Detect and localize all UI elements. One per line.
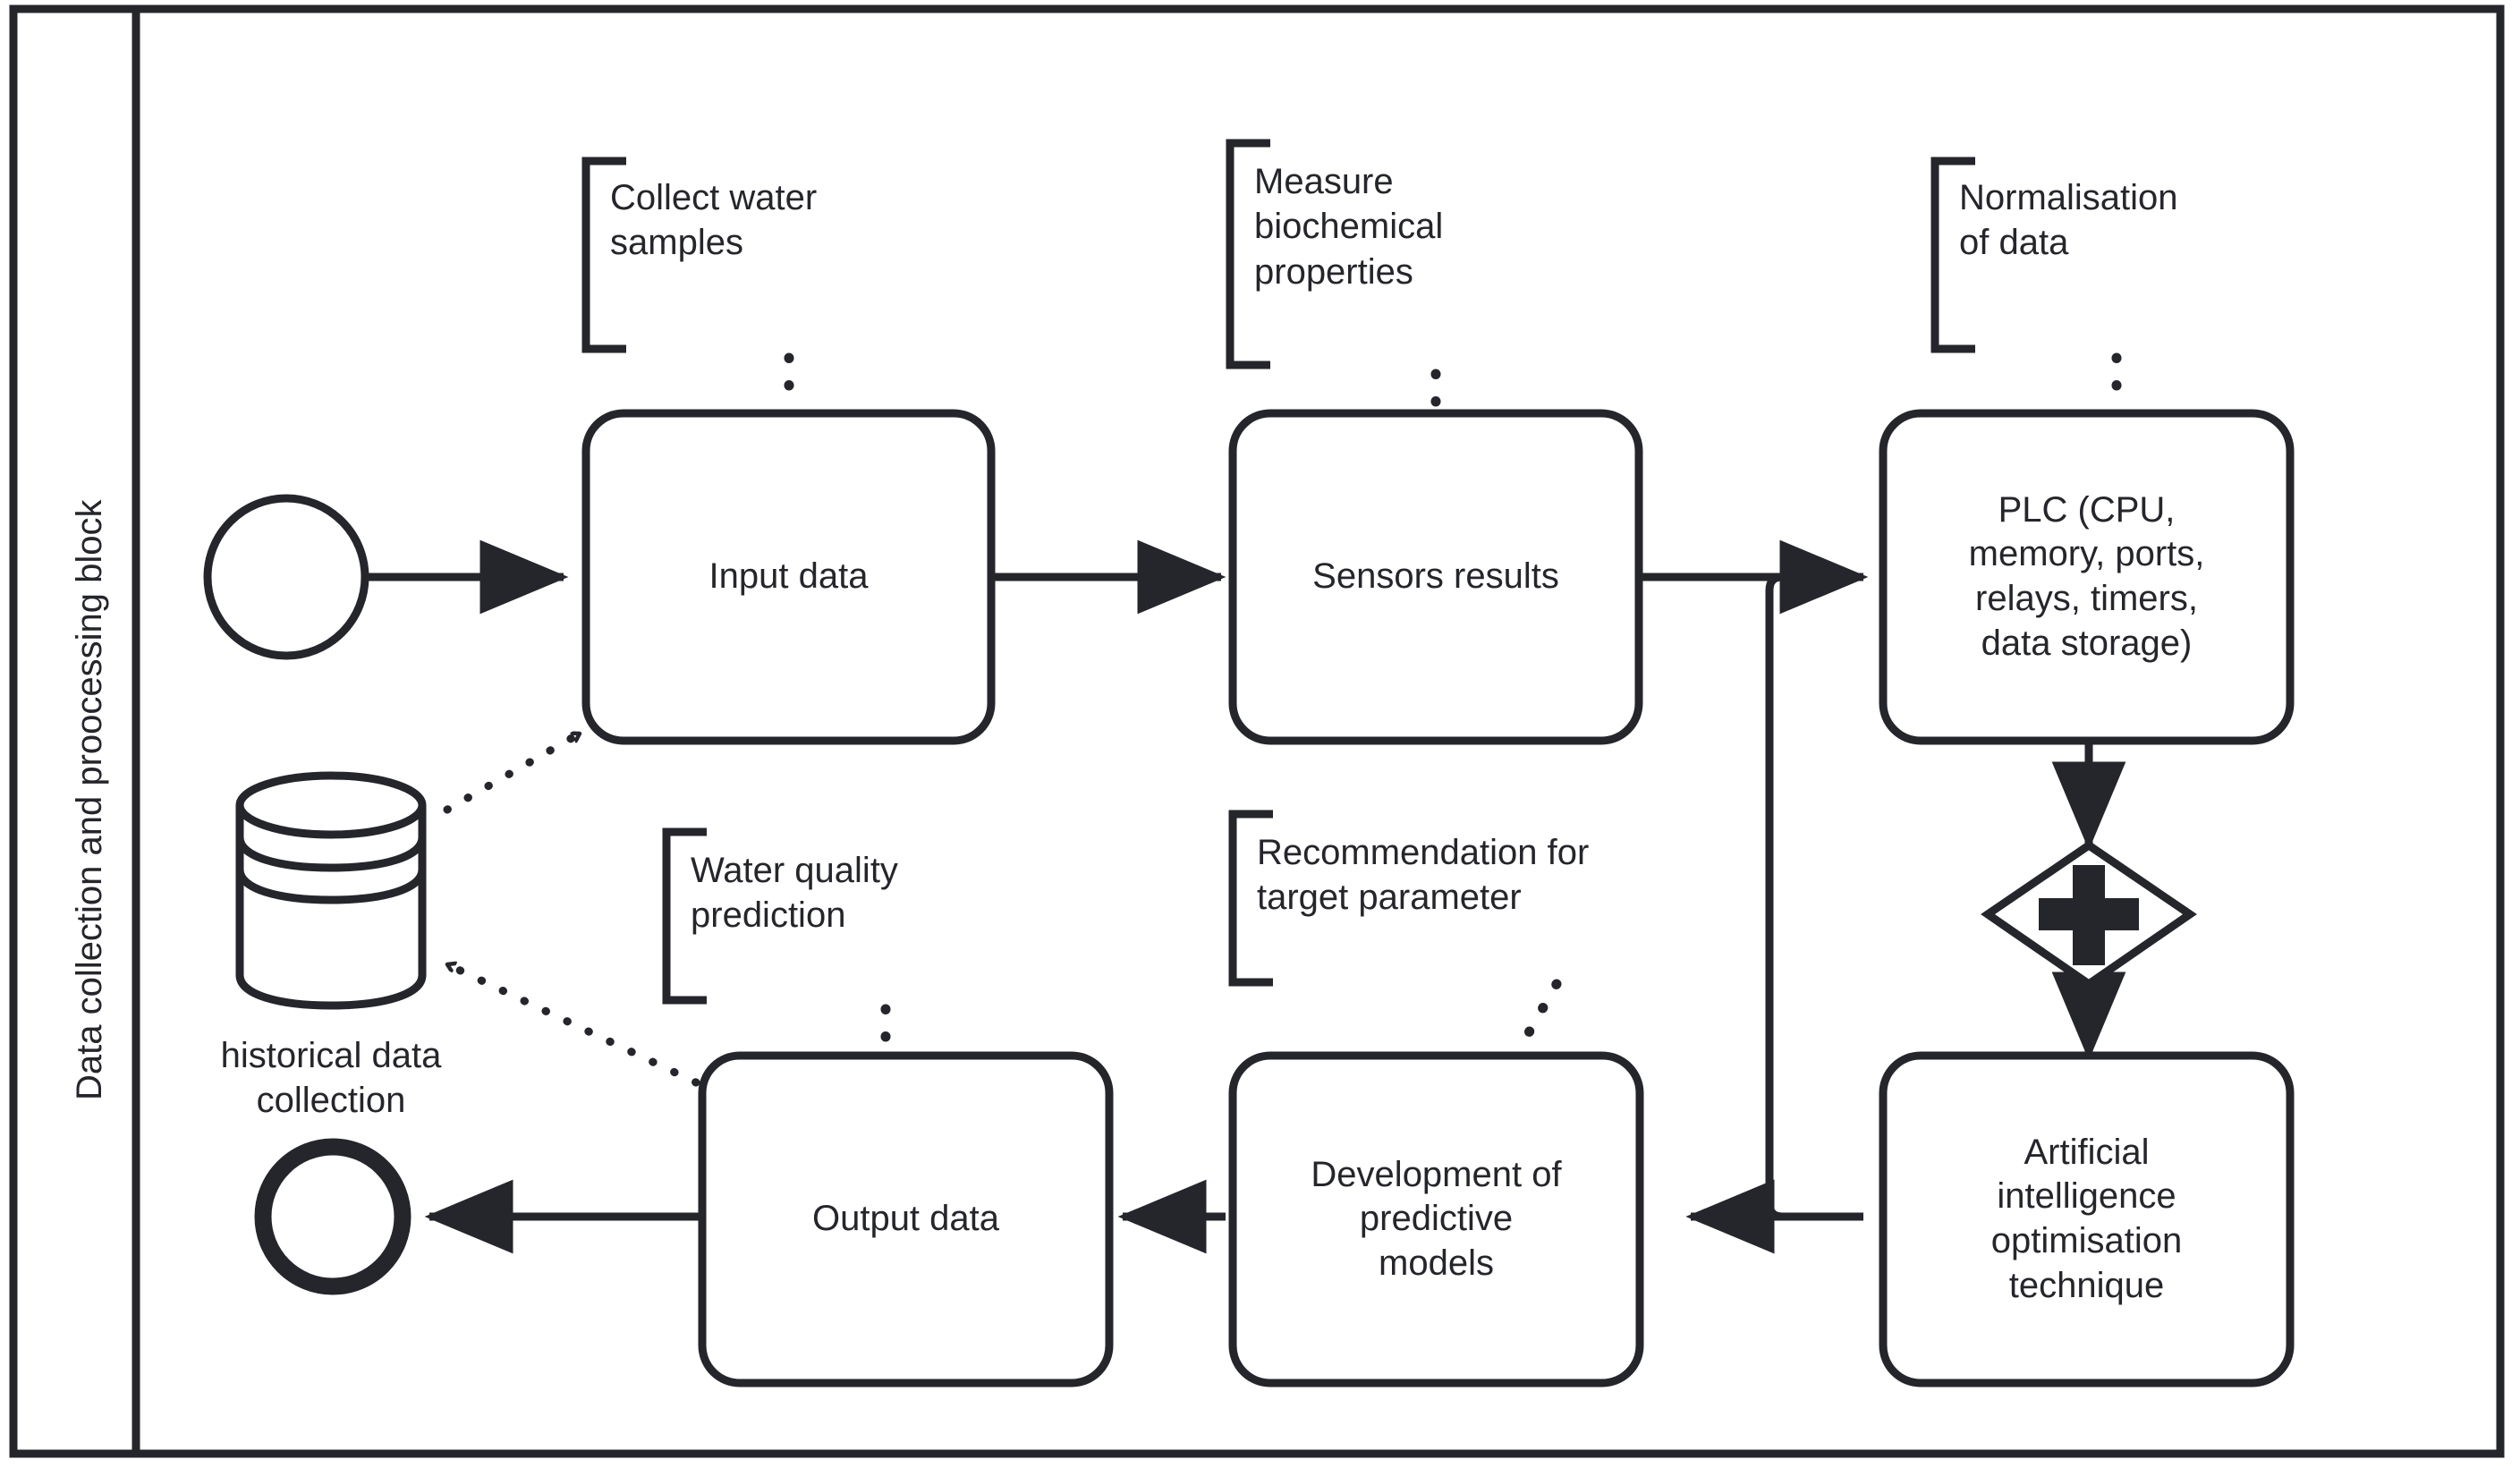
- assoc-output-to-store: [443, 960, 700, 1087]
- start-event: [203, 494, 369, 660]
- task-input-data: [581, 409, 996, 745]
- pool-frame: [9, 4, 2505, 1458]
- task-output-data: [698, 1051, 1114, 1387]
- connector-recommendation-target: [1515, 979, 1562, 1052]
- annotation-recommendation-target-parameter: Recommendation for target parameter: [1257, 833, 1590, 918]
- annotation-water-quality-prediction: Water quality prediction: [691, 851, 898, 936]
- bracket-normalisation-of-data: [1930, 157, 1975, 353]
- annotation-connectors: [784, 352, 2122, 1052]
- bracket-water-quality-prediction: [662, 827, 707, 1005]
- data-store-historical-data-collection: [235, 771, 427, 1010]
- task-predictive-models: [1228, 1051, 1644, 1387]
- parallel-gateway: [1981, 840, 2197, 989]
- annotation-measure-biochemical-properties: Measure biochemical properties: [1254, 162, 1444, 292]
- task-ai-optimisation: [1879, 1051, 2295, 1387]
- bracket-collect-water-samples: [581, 157, 626, 353]
- bracket-recommendation-target: [1228, 810, 1273, 987]
- task-plc: [1879, 409, 2295, 745]
- annotation-brackets: [581, 139, 1975, 1005]
- data-store-label: historical data collection: [220, 1036, 442, 1121]
- task-sensors-results: [1228, 409, 1643, 745]
- lane-label: Data collection and proocessing block: [70, 499, 109, 1100]
- plus-icon: [2039, 865, 2139, 965]
- sequence-flows: [365, 539, 2126, 1254]
- bracket-measure-biochemical: [1226, 139, 1270, 369]
- annotation-collect-water-samples: Collect water samples: [610, 178, 818, 263]
- end-event: [254, 1138, 412, 1295]
- annotation-normalisation-of-data: Normalisation of data: [1959, 178, 2178, 263]
- task-shapes: [581, 409, 2295, 1387]
- data-associations: [443, 729, 700, 1087]
- assoc-store-to-input: [443, 729, 584, 814]
